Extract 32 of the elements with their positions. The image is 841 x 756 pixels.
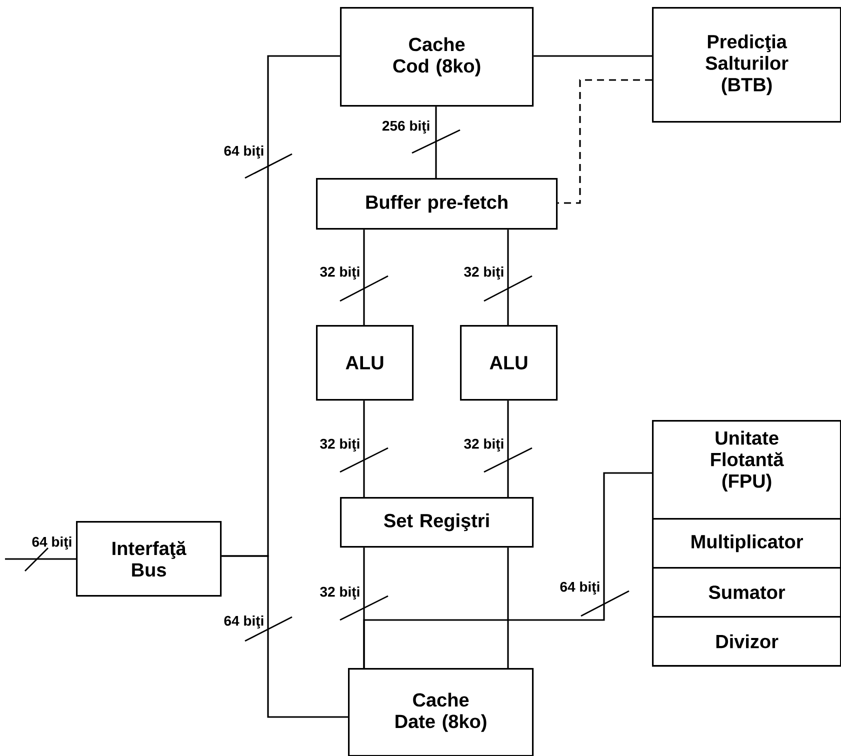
connector-line (363, 400, 365, 497)
edge-label: 32 biţi (320, 586, 360, 600)
connector-line (558, 79, 652, 204)
buffer-box: Buffer pre-fetch (316, 178, 558, 230)
alu-box: ALU (460, 325, 558, 401)
connector-line (435, 106, 437, 178)
unit-box: Sumator (652, 567, 841, 618)
edge-label: 32 biţi (464, 266, 504, 280)
edge-label: 32 biţi (320, 266, 360, 280)
interface-box: Interfaţă Bus (76, 521, 222, 597)
connector-line (507, 548, 509, 668)
edge-label: 256 biţi (382, 120, 430, 134)
edge-label: 32 biţi (464, 438, 504, 452)
register-box: Set Regiştri (340, 497, 534, 548)
edge-label: 32 biţi (320, 438, 360, 452)
cache-box: Cache Date (8ko) (348, 668, 534, 756)
connector-line (534, 55, 652, 57)
connector-line (507, 230, 509, 325)
connector-line (363, 230, 365, 325)
cache-box: Cache Cod (8ko) (340, 7, 534, 107)
connector-line (507, 400, 509, 497)
unit-box: Divizor (652, 616, 841, 667)
edge-label: 64 biţi (560, 581, 600, 595)
unit-box: Multiplicator (652, 518, 841, 569)
connector-line (222, 555, 348, 718)
prediction-box: Predicţia Salturilor (BTB) (652, 7, 841, 123)
alu-box: ALU (316, 325, 414, 401)
connector-line (5, 558, 76, 560)
edge-label: 64 biţi (32, 536, 72, 550)
edge-label: 64 biţi (224, 145, 264, 159)
connector-line (363, 472, 652, 668)
edge-label: 64 biţi (224, 615, 264, 629)
